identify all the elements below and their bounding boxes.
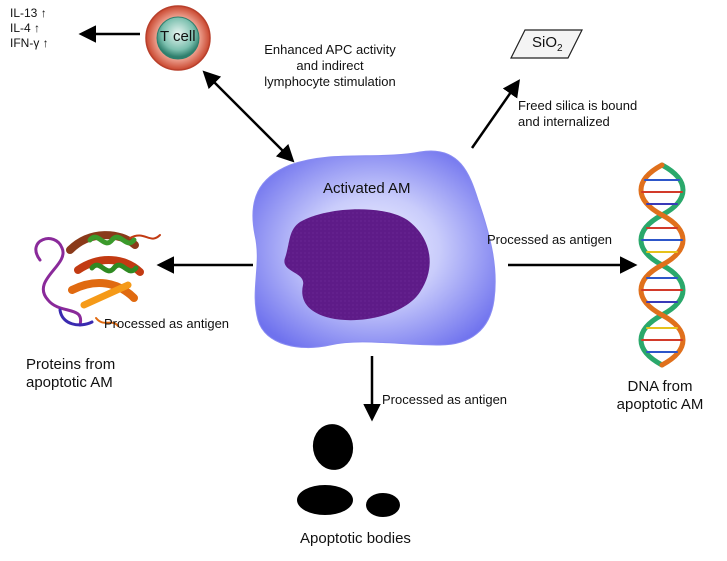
activated-am-label: Activated AM bbox=[323, 180, 411, 197]
dna-label: DNA from apoptotic AM bbox=[616, 378, 704, 413]
apoptotic-bodies-label: Apoptotic bodies bbox=[300, 530, 411, 547]
proteins-processed-label: Processed as antigen bbox=[104, 316, 230, 331]
cytokine-item: IL-13 ↑ bbox=[10, 6, 47, 20]
bodies-processed-label: Processed as antigen bbox=[382, 392, 508, 407]
t-cell-nucleus bbox=[156, 16, 200, 60]
apc-description: Enhanced APC activity and indirect lymph… bbox=[264, 42, 396, 89]
protein-structure-icon bbox=[34, 231, 161, 327]
silica-box bbox=[510, 29, 583, 59]
dna-helix-icon bbox=[638, 162, 686, 368]
up-arrow-icon: ↑ bbox=[34, 21, 41, 35]
arrow-am-to-silica bbox=[470, 79, 521, 149]
cytokine-list: IL-13 ↑ IL-4 ↑ IFN-γ ↑ bbox=[10, 6, 49, 51]
cytokine-item: IL-4 ↑ bbox=[10, 21, 41, 35]
dna-processed-label: Processed as antigen bbox=[487, 232, 613, 247]
apoptotic-body-2 bbox=[297, 485, 353, 515]
proteins-label: Proteins from apoptotic AM bbox=[26, 356, 116, 391]
cytokine-item: IFN-γ ↑ bbox=[10, 36, 49, 50]
am-nucleus bbox=[284, 209, 430, 321]
apoptotic-body-1 bbox=[312, 424, 354, 470]
silica-label: SiO2 bbox=[532, 34, 563, 54]
up-arrow-icon: ↑ bbox=[42, 36, 49, 50]
t-cell-label: T cell bbox=[160, 28, 196, 45]
apoptotic-body-3 bbox=[366, 493, 400, 517]
up-arrow-icon: ↑ bbox=[40, 6, 47, 20]
arrow-am-tcell-bidirectional bbox=[202, 70, 295, 163]
silica-description: Freed silica is bound and internalized bbox=[518, 98, 638, 129]
